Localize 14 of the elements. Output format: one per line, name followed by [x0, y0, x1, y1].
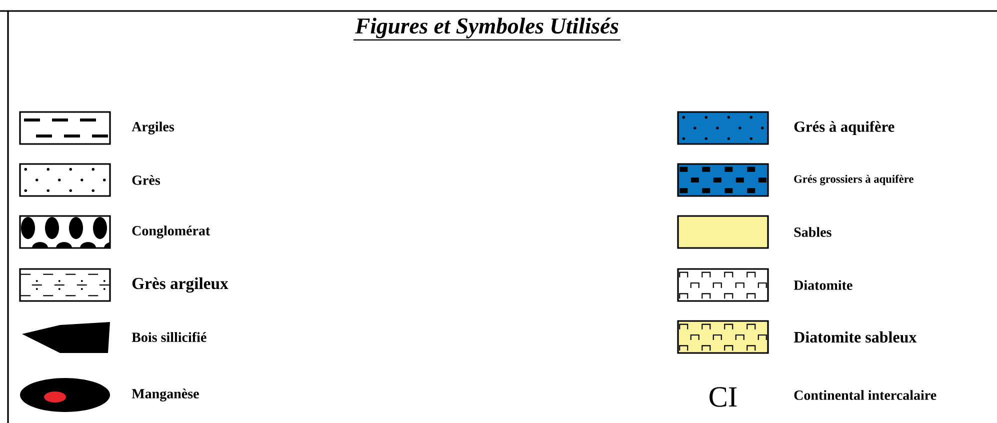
legend-text: Conglomérat — [132, 226, 210, 238]
legend-text: Grès argileux — [132, 277, 228, 293]
legend-text: Argiles — [132, 122, 174, 134]
legend-text: Sables — [794, 227, 832, 237]
legend-text: Grès — [132, 175, 160, 185]
legend-text: Bois sillicifié — [132, 332, 206, 342]
title: Figures et Symboles Utilisés — [355, 18, 618, 38]
legend-text: Manganèse — [132, 388, 199, 402]
legend-text: Diatomite — [794, 280, 852, 290]
symbol-text: CI — [710, 387, 737, 407]
legend-text: Grés à aquifère — [794, 120, 894, 136]
legend-text: Grés grossiers à aquifère — [794, 174, 914, 186]
legend-text: Diatomite sableux — [794, 331, 917, 343]
legend-text: Continental intercalaire — [794, 390, 936, 400]
